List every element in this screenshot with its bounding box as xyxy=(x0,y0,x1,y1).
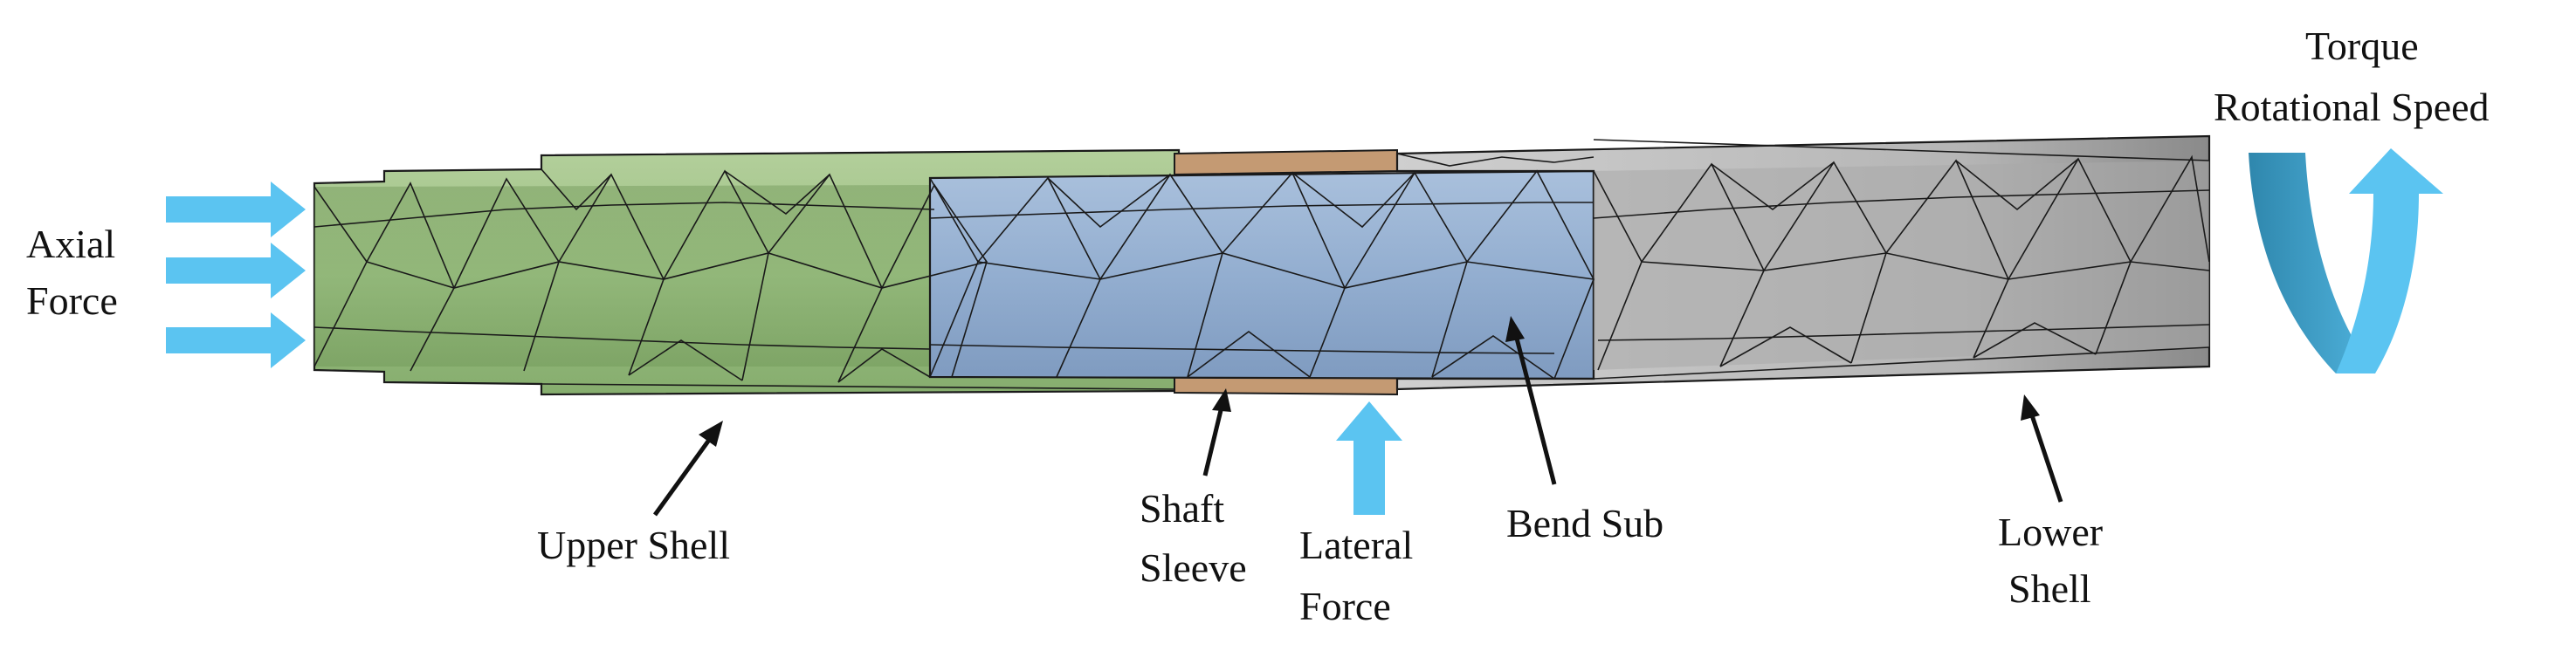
shaft-sleeve-label-line1: Shaft xyxy=(1140,486,1224,531)
torque-rotation-arrow-icon xyxy=(2249,148,2443,373)
axial-force-arrows xyxy=(166,182,306,368)
lateral-force-label-line2: Force xyxy=(1299,584,1391,628)
torque-label: Torque xyxy=(2305,24,2419,68)
shaft-sleeve-label-line2: Sleeve xyxy=(1140,545,1247,590)
axial-force-arrow-bottom-icon xyxy=(166,312,306,368)
bend-sub-leader-icon xyxy=(1505,316,1557,485)
lateral-force-arrow-icon xyxy=(1336,401,1402,515)
bend-sub-label: Bend Sub xyxy=(1506,501,1663,545)
lower-shell-label-line2: Shell xyxy=(2008,566,2091,611)
drill-tool-body xyxy=(313,134,2211,396)
upper-shell-leader-icon xyxy=(652,421,723,517)
lower-shell-leader-icon xyxy=(2021,394,2063,503)
lower-shell-body xyxy=(1395,134,2211,391)
shaft-sleeve-leader-icon xyxy=(1202,388,1231,476)
lateral-force-label-line1: Lateral xyxy=(1299,523,1413,567)
axial-force-arrow-middle-icon xyxy=(166,243,306,298)
axial-force-label-line2: Force xyxy=(26,278,118,323)
rotational-speed-label: Rotational Speed xyxy=(2214,85,2490,129)
upper-shell-label: Upper Shell xyxy=(537,523,730,567)
lower-shell-label-line1: Lower xyxy=(1998,510,2103,554)
axial-force-label-line1: Axial xyxy=(26,222,115,266)
mesh-lines xyxy=(313,139,2210,390)
leader-arrows xyxy=(652,316,2063,517)
labels: Axial Force Torque Rotational Speed Uppe… xyxy=(26,24,2490,628)
bend-sub-body xyxy=(928,169,1595,380)
axial-force-arrow-top-icon xyxy=(166,182,306,237)
